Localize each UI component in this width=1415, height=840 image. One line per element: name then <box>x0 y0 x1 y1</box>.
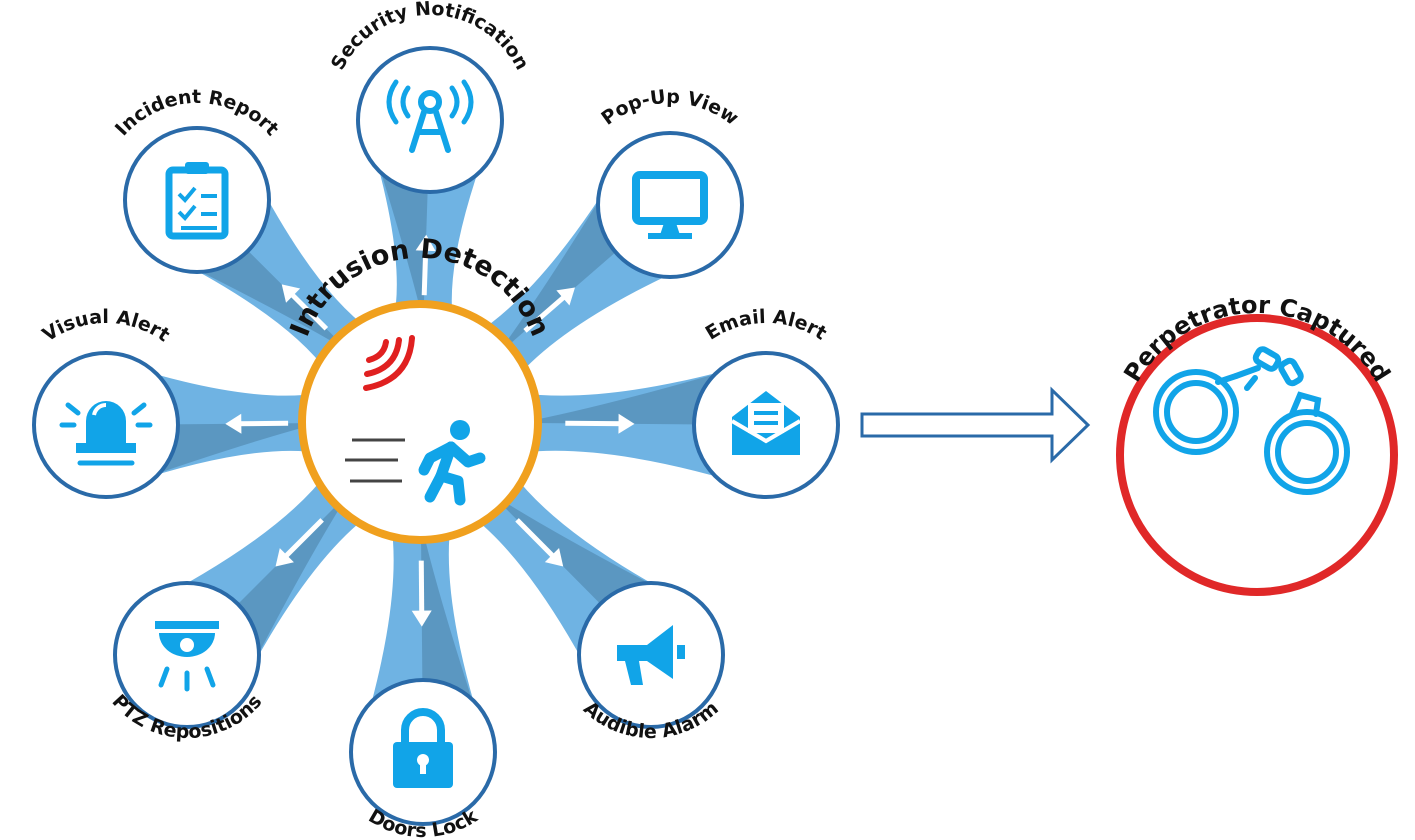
email-alert-label: Email Alert <box>702 306 831 345</box>
node-ring <box>123 126 271 274</box>
monitor-icon <box>632 171 708 239</box>
arrow-popup <box>523 287 575 333</box>
siren-light-icon <box>59 401 153 466</box>
arrow-visual <box>225 413 289 434</box>
megaphone-icon <box>617 625 685 685</box>
padlock-icon <box>393 708 453 788</box>
visual-alert-label: Visual Alert <box>39 306 174 346</box>
node-popup <box>596 131 744 279</box>
node-security <box>356 46 504 194</box>
arrow-audible <box>515 518 564 567</box>
ptz-camera-icon <box>155 621 219 692</box>
node-email <box>692 351 840 499</box>
arrow-security <box>415 234 436 296</box>
response-nodes <box>32 46 840 826</box>
node-ring <box>596 131 744 279</box>
arrow-email <box>565 413 635 434</box>
perpetrator-captured-node: Perpetrator Captured <box>1116 291 1398 596</box>
hub-ring <box>298 300 542 544</box>
node-ptz <box>113 581 261 729</box>
arrow-ptz <box>275 518 324 567</box>
envelope-icon <box>730 391 802 455</box>
node-audible <box>577 581 725 729</box>
arrow-doors <box>411 560 432 627</box>
node-visual <box>32 351 180 499</box>
node-ring <box>356 46 504 194</box>
flow-arrow <box>860 386 1091 464</box>
node-doors <box>349 678 497 826</box>
arrow-incident <box>281 284 329 331</box>
clipboard-icon <box>165 162 229 240</box>
running-person-icon <box>345 420 486 506</box>
node-incident <box>123 126 271 274</box>
handcuffs-icon <box>1153 346 1350 495</box>
pop-up-view-label: Pop-Up View <box>597 86 742 130</box>
radio-waves-icon <box>363 335 415 391</box>
antenna-icon <box>386 79 474 153</box>
